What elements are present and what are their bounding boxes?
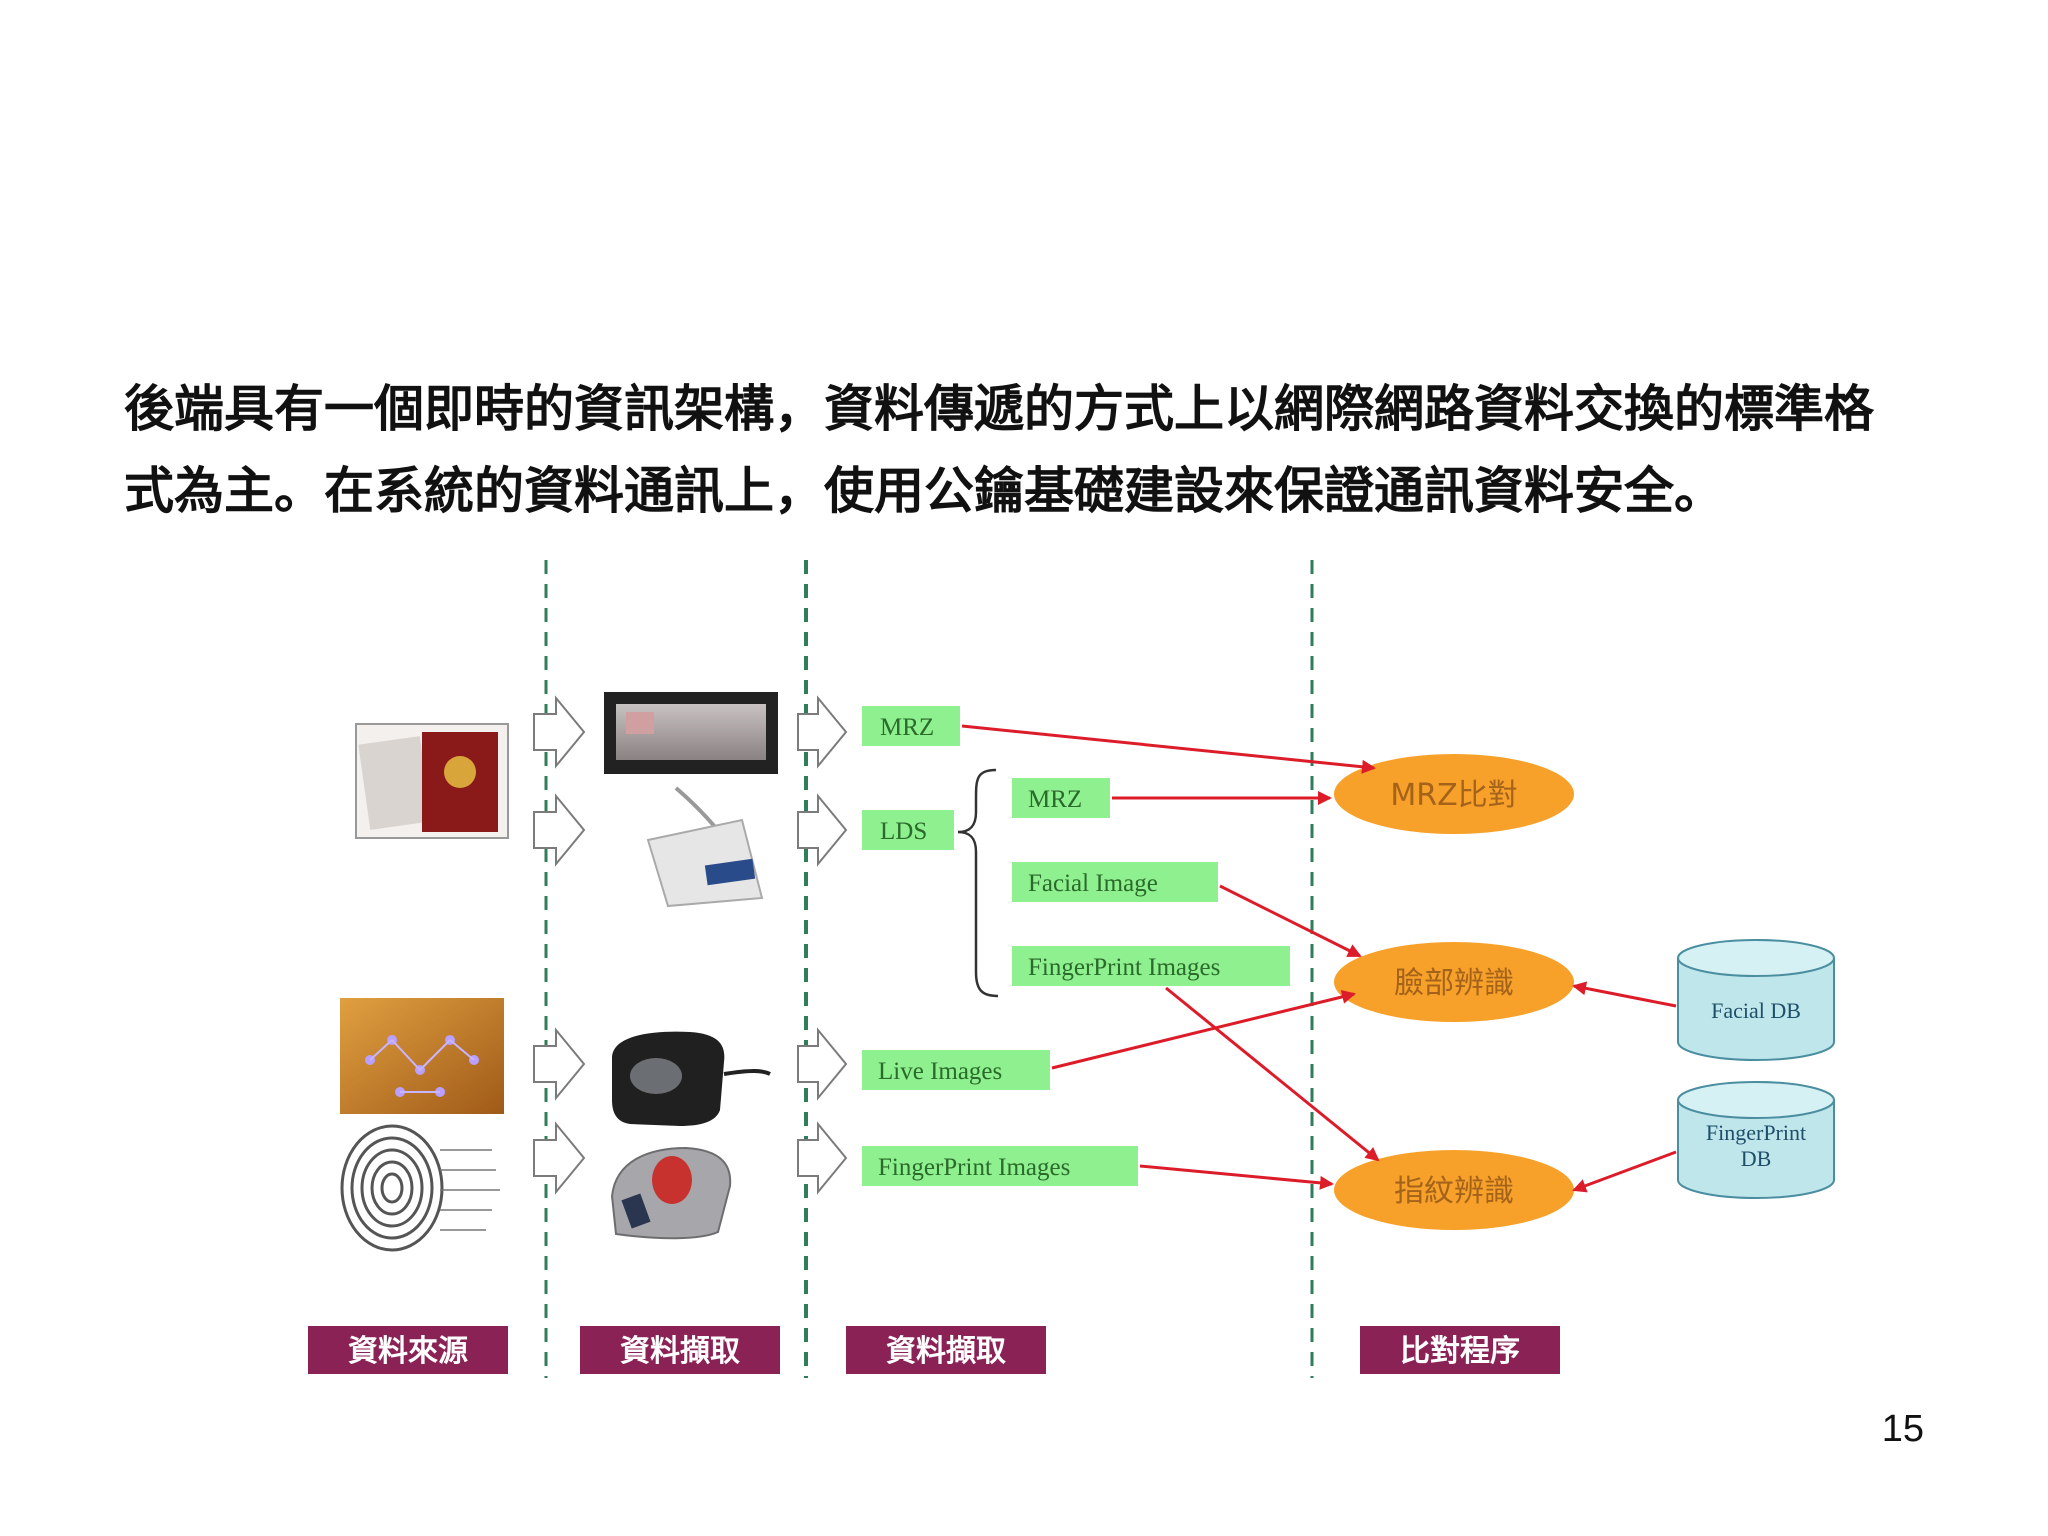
process-fingerprint-recognition: 指紋辨識 xyxy=(1334,1150,1574,1230)
fingerprint-db-label-line2: DB xyxy=(1741,1146,1772,1171)
data-item-fingerprint-images: FingerPrint Images xyxy=(862,1146,1138,1186)
mrz-top-label: MRZ xyxy=(880,714,934,741)
arrow-facial-db-to-face xyxy=(1572,981,1677,1008)
description-line-1: 後端具有一個即時的資訊架構，資料傳遞的方式上以網際網路資料交換的標準格 xyxy=(124,380,1874,438)
block-arrow-8 xyxy=(797,1121,848,1195)
stage-separators xyxy=(544,560,1314,1378)
mrz-sub-label: MRZ xyxy=(1028,786,1082,813)
fingerprint-recognition-label: 指紋辨識 xyxy=(1394,1174,1514,1209)
fingerprint-images-label: FingerPrint Images xyxy=(878,1154,1070,1181)
face-landmark-image xyxy=(340,998,504,1114)
lds-brace xyxy=(957,768,999,998)
camera-device xyxy=(612,1031,771,1126)
chip-reader-device xyxy=(646,786,764,908)
data-item-mrz-sub: MRZ xyxy=(1012,778,1110,818)
block-arrows xyxy=(533,695,848,1195)
stage-label-source-text: 資料來源 xyxy=(348,1334,468,1369)
arrow-facial-image-to-face xyxy=(1219,884,1362,958)
lds-label: LDS xyxy=(880,818,927,845)
live-images-label: Live Images xyxy=(878,1058,1002,1085)
process-mrz-compare: MRZ比對 xyxy=(1334,754,1574,834)
block-arrow-2 xyxy=(533,793,586,867)
stage-label-compare: 比對程序 xyxy=(1360,1326,1560,1374)
stage-label-compare-text: 比對程序 xyxy=(1400,1334,1520,1369)
face-recognition-label: 臉部辨識 xyxy=(1394,966,1514,1001)
block-arrow-3 xyxy=(533,1027,586,1101)
stage-label-capture-1: 資料擷取 xyxy=(580,1326,780,1374)
block-arrow-7 xyxy=(797,1027,848,1101)
stage-label-source: 資料來源 xyxy=(308,1326,508,1374)
data-item-live-images: Live Images xyxy=(862,1050,1050,1090)
data-item-lds: LDS xyxy=(862,810,954,850)
arrow-chip-fingerprint-to-fp xyxy=(1165,986,1380,1162)
flow-arrows xyxy=(961,724,1677,1193)
fingerprint-image xyxy=(340,1124,500,1252)
block-arrow-6 xyxy=(797,793,848,867)
passport-reader-device xyxy=(604,692,778,774)
arrow-fingerprint-db-to-fp xyxy=(1572,1150,1677,1193)
description-line-2: 式為主。在系統的資料通訊上，使用公鑰基礎建設來保證通訊資料安全。 xyxy=(124,462,1724,520)
database-facial: Facial DB xyxy=(1677,939,1835,1061)
description-paragraph: 後端具有一個即時的資訊架構，資料傳遞的方式上以網際網路資料交換的標準格 式為主。… xyxy=(124,368,1944,532)
page-number: 15 xyxy=(1881,1408,1924,1450)
arrow-fingerprint-images-to-fp xyxy=(1139,1164,1334,1190)
data-item-fingerprint-images-chip: FingerPrint Images xyxy=(1012,946,1290,986)
fingerprint-scanner-device xyxy=(610,1146,732,1240)
database-fingerprint: FingerPrint DB xyxy=(1677,1081,1835,1199)
fingerprint-db-label-line1: FingerPrint xyxy=(1706,1120,1806,1145)
block-arrow-5 xyxy=(797,695,848,769)
arrow-live-images-to-face xyxy=(1051,990,1356,1070)
block-arrow-4 xyxy=(533,1121,586,1195)
stage-label-capture-1-text: 資料擷取 xyxy=(620,1334,740,1369)
block-arrow-1 xyxy=(533,695,586,769)
facial-db-label: Facial DB xyxy=(1711,998,1801,1023)
mrz-compare-label: MRZ比對 xyxy=(1390,778,1517,813)
data-item-facial-image: Facial Image xyxy=(1012,862,1218,902)
fingerprint-images-chip-label: FingerPrint Images xyxy=(1028,954,1220,981)
passport-image xyxy=(355,723,509,839)
data-item-mrz-top: MRZ xyxy=(862,706,960,746)
process-face-recognition: 臉部辨識 xyxy=(1334,942,1574,1022)
arrow-mrz-top-to-compare xyxy=(961,724,1376,774)
stage-label-capture-2: 資料擷取 xyxy=(846,1326,1046,1374)
facial-image-label: Facial Image xyxy=(1028,870,1158,897)
stage-label-capture-2-text: 資料擷取 xyxy=(886,1334,1006,1369)
